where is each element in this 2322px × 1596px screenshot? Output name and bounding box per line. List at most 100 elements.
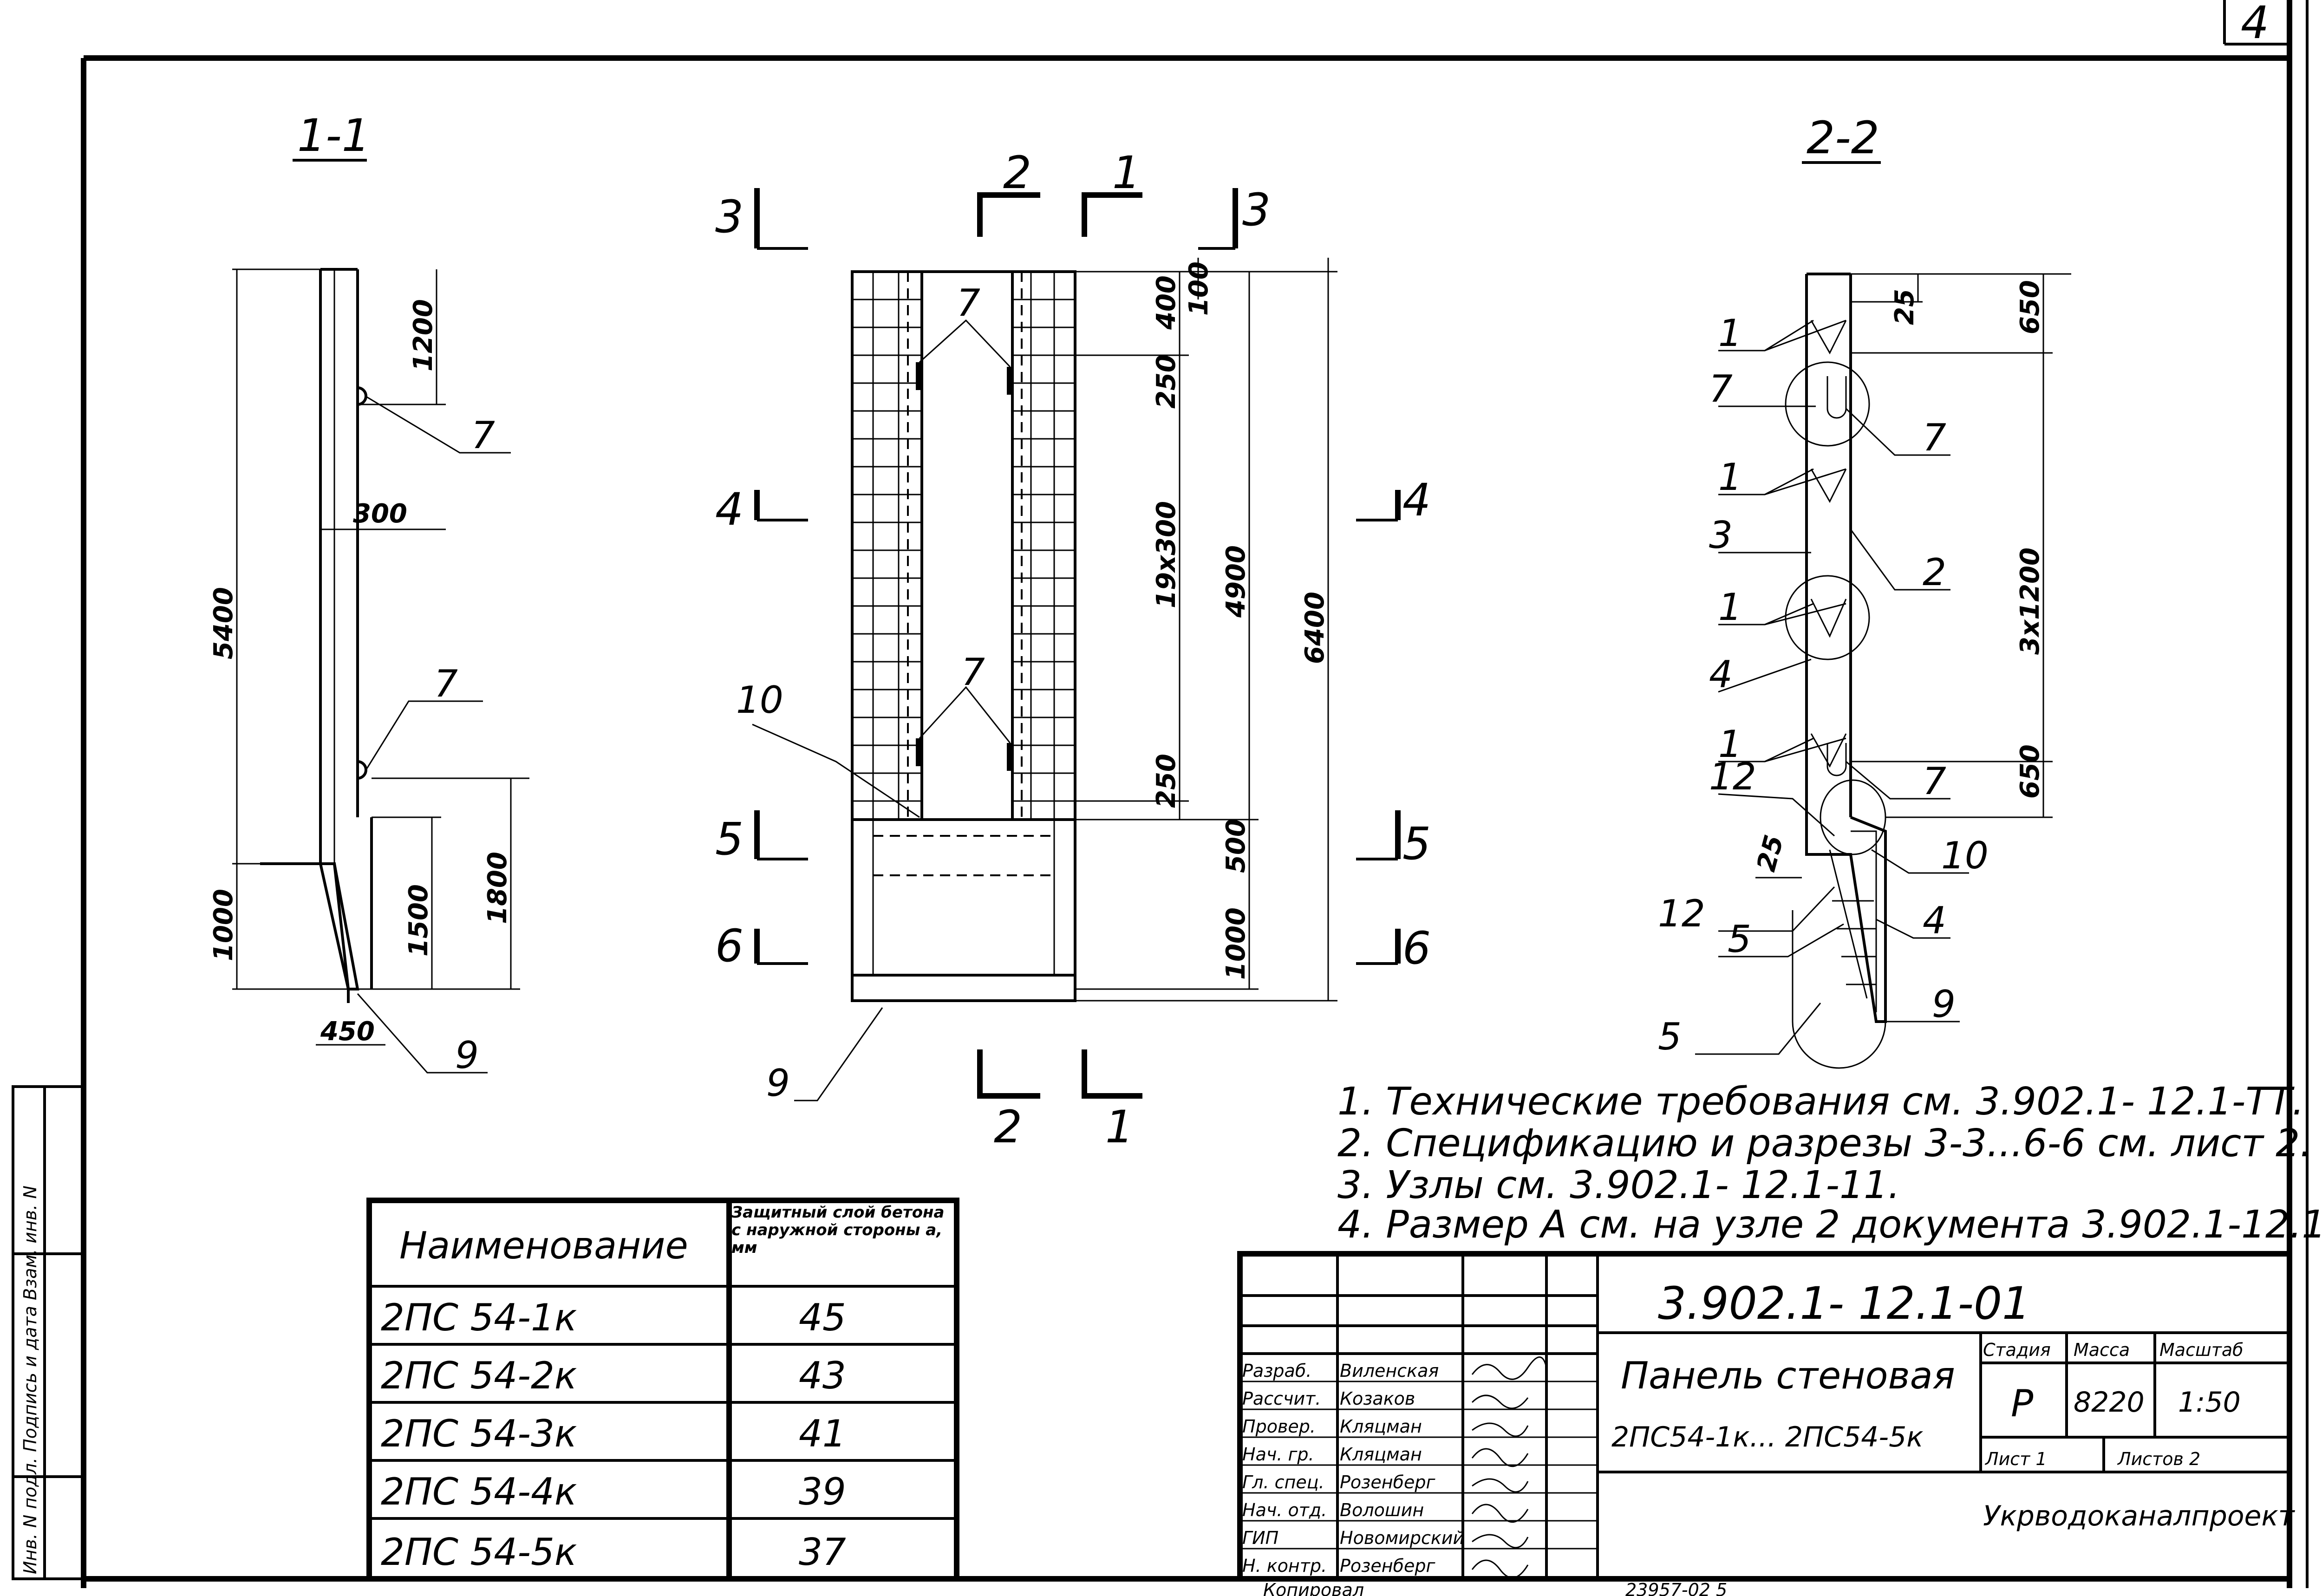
callout-9: 9 bbox=[455, 1034, 479, 1077]
tb-role-3: Провер. bbox=[1242, 1416, 1316, 1437]
tb-role-7: ГИП bbox=[1242, 1528, 1278, 1548]
callout-1-c: 1 bbox=[1718, 586, 1742, 629]
note-2: 2. Спецификацию и разрезы 3-3...6-6 см. … bbox=[1337, 1121, 2312, 1166]
callout-9-22: 9 bbox=[1932, 983, 1956, 1026]
cut-1-bottom: 1 bbox=[1105, 1101, 1134, 1153]
tb-scale-label: Масштаб bbox=[2159, 1340, 2244, 1360]
tb-title-line2: 2ПС54-1к... 2ПС54-5к bbox=[1611, 1421, 1923, 1453]
callout-7-bottom: 7 bbox=[434, 662, 458, 705]
section-1-1-view bbox=[232, 268, 529, 1074]
callout-12-a: 12 bbox=[1709, 755, 1756, 798]
tb-stage-label: Стадия bbox=[1983, 1340, 2051, 1360]
tb-name-2: Козаков bbox=[1340, 1388, 1415, 1409]
callout-1-d: 1 bbox=[1718, 723, 1742, 766]
cut-6-left: 6 bbox=[715, 920, 744, 972]
tb-role-1: Разраб. bbox=[1242, 1361, 1311, 1381]
dim-3x1200: 3x1200 bbox=[2015, 547, 2045, 655]
spec-row-5-name: 2ПС 54-5к bbox=[381, 1531, 577, 1574]
tb-stage: Р bbox=[2011, 1382, 2034, 1425]
dim-19x300: 19x300 bbox=[1151, 501, 1181, 608]
section-2-2-view bbox=[1695, 273, 2071, 1069]
callout-9-front: 9 bbox=[766, 1062, 790, 1105]
tb-name-4: Кляцман bbox=[1340, 1444, 1422, 1465]
spec-row-1-name: 2ПС 54-1к bbox=[381, 1296, 577, 1339]
spec-row-3-name: 2ПС 54-3к bbox=[381, 1412, 577, 1455]
cut-2-bottom: 2 bbox=[994, 1101, 1022, 1153]
spec-table bbox=[366, 1198, 959, 1582]
spec-row-2-value: 43 bbox=[799, 1354, 846, 1397]
cut-5-right: 5 bbox=[1402, 818, 1431, 870]
dim-1800: 1800 bbox=[483, 852, 513, 924]
section-1-1-title: 1-1 bbox=[297, 110, 370, 162]
dim-4900: 4900 bbox=[1221, 545, 1251, 618]
section-2-2-title: 2-2 bbox=[1807, 112, 1879, 164]
callout-1-a: 1 bbox=[1718, 312, 1742, 355]
cut-1-top: 1 bbox=[1112, 147, 1141, 199]
callout-2: 2 bbox=[1923, 551, 1946, 594]
dim-1200: 1200 bbox=[408, 299, 438, 371]
callout-4-b: 4 bbox=[1923, 899, 1946, 942]
dim-100: 100 bbox=[1184, 261, 1214, 316]
spec-row-2-name: 2ПС 54-2к bbox=[381, 1354, 577, 1397]
corner-sheet-number: 4 bbox=[2241, 0, 2269, 49]
dim-5400: 5400 bbox=[209, 587, 239, 659]
spec-row-4-name: 2ПС 54-4к bbox=[381, 1470, 577, 1513]
tb-role-6: Нач. отд. bbox=[1242, 1500, 1327, 1520]
callout-5-b: 5 bbox=[1658, 1015, 1682, 1058]
callout-3: 3 bbox=[1709, 514, 1733, 557]
dim-650-bottom: 650 bbox=[2015, 744, 2045, 799]
cut-4-left: 4 bbox=[715, 483, 744, 535]
tb-mass: 8220 bbox=[2074, 1386, 2145, 1419]
signatures bbox=[1471, 1356, 1547, 1579]
dim-400: 400 bbox=[1151, 275, 1181, 330]
callout-10-front: 10 bbox=[736, 678, 783, 722]
notes-block: 1. Технические требования см. 3.902.1- 1… bbox=[1337, 1080, 2322, 1247]
tb-scale: 1:50 bbox=[2178, 1386, 2241, 1419]
tb-role-5: Гл. спец. bbox=[1242, 1472, 1324, 1492]
tb-role-8: Н. контр. bbox=[1242, 1556, 1327, 1576]
callout-4-a: 4 bbox=[1709, 653, 1733, 696]
dim-1000-front: 1000 bbox=[1221, 907, 1251, 980]
title-block bbox=[1237, 1251, 2292, 1582]
note-1: 1. Технические требования см. 3.902.1- 1… bbox=[1337, 1080, 2304, 1124]
cut-5-left: 5 bbox=[715, 813, 744, 865]
tb-name-5: Розенберг bbox=[1340, 1472, 1436, 1492]
tb-role-4: Нач. гр. bbox=[1242, 1444, 1314, 1465]
dim-25-top: 25 bbox=[1890, 289, 1920, 325]
spec-row-3-value: 41 bbox=[799, 1412, 846, 1455]
tb-name-8: Розенберг bbox=[1340, 1556, 1436, 1576]
cut-6-right: 6 bbox=[1402, 922, 1431, 974]
callout-7-top: 7 bbox=[471, 414, 495, 457]
cut-3-left: 3 bbox=[715, 191, 744, 243]
tb-org: Укрводоканалпроект bbox=[1983, 1500, 2296, 1532]
tb-title-line1: Панель стеновая bbox=[1621, 1354, 1955, 1397]
panel-front-view bbox=[752, 188, 1401, 1101]
spec-row-4-value: 39 bbox=[799, 1470, 846, 1513]
cut-4-right: 4 bbox=[1402, 474, 1431, 526]
dim-1000: 1000 bbox=[209, 889, 239, 961]
note-3: 3. Узлы см. 3.902.1- 12.1-11. bbox=[1337, 1163, 1900, 1207]
cut-3-right: 3 bbox=[1242, 184, 1271, 236]
callout-12-b: 12 bbox=[1658, 892, 1705, 935]
callout-10-22: 10 bbox=[1941, 834, 1989, 877]
tb-doc-code: 3.902.1- 12.1-01 bbox=[1658, 1277, 2030, 1329]
tb-role-2: Рассчит. bbox=[1242, 1388, 1321, 1409]
spec-header-name: Наименование bbox=[399, 1224, 688, 1267]
dim-6400: 6400 bbox=[1300, 592, 1330, 664]
callout-7-22-left: 7 bbox=[1709, 367, 1733, 410]
dim-250-bottom: 250 bbox=[1151, 754, 1181, 808]
spec-header-cover: Защитный слой бетона с наружной стороны … bbox=[731, 1204, 945, 1257]
callout-7-22-right: 7 bbox=[1923, 416, 1946, 459]
dim-650-top: 650 bbox=[2015, 280, 2045, 334]
dim-300: 300 bbox=[353, 499, 407, 529]
callout-1-b: 1 bbox=[1718, 456, 1742, 499]
dim-1500: 1500 bbox=[404, 884, 434, 957]
dim-500: 500 bbox=[1221, 819, 1251, 873]
copied-by: Копировал bbox=[1263, 1580, 1364, 1596]
dim-450: 450 bbox=[320, 1016, 375, 1047]
tb-name-1: Виленская bbox=[1340, 1361, 1439, 1381]
mesh-grid bbox=[852, 299, 1075, 802]
tb-name-7: Новомирский bbox=[1340, 1528, 1464, 1548]
archive-code: 23957-02 5 bbox=[1625, 1580, 1727, 1596]
spec-row-1-value: 45 bbox=[799, 1296, 846, 1339]
